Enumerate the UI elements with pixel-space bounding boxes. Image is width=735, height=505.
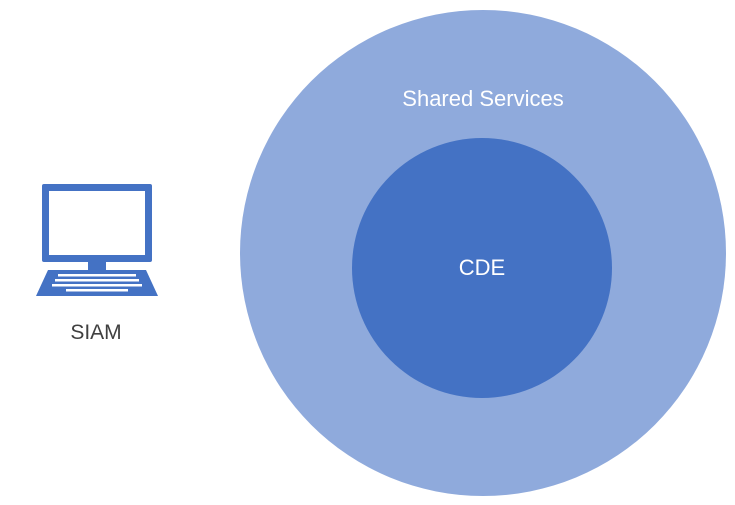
cde-zone [352,138,612,398]
laptop-icon [36,184,158,296]
cde-label: CDE [458,255,506,280]
siam-label: SIAM [70,321,122,344]
shared-services-label: Shared Services [402,86,564,111]
